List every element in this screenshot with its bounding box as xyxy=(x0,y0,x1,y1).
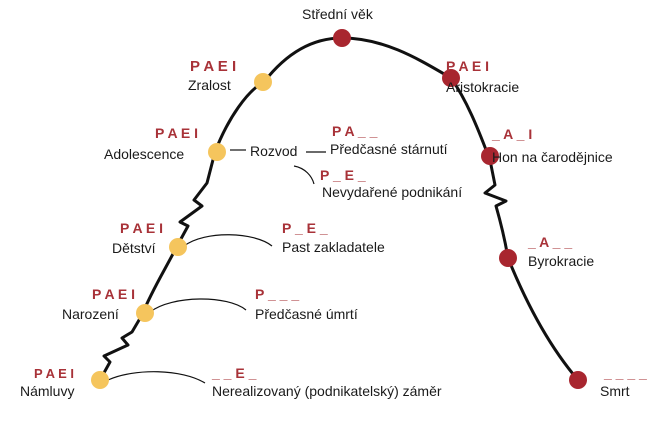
narozeni-dot xyxy=(136,304,154,322)
predcasne-starnuti-code: P A _ _ xyxy=(332,123,378,139)
adolescence-code: P A E I xyxy=(155,125,198,141)
zralost-label: Zralost xyxy=(188,77,231,93)
nevydarene-connector xyxy=(293,165,315,185)
hon-code: _ A _ I xyxy=(491,126,532,142)
hon-dot xyxy=(481,147,499,165)
adolescence-dot xyxy=(208,143,226,161)
byrokracie-code: _ A _ _ xyxy=(527,234,572,250)
nevydarene-label: Nevydařené podnikání xyxy=(322,184,462,200)
byrokracie-dot xyxy=(499,249,517,267)
rozvod-label: Rozvod xyxy=(250,143,297,159)
stredni-vek-dot xyxy=(333,29,351,47)
nerealizovany-connector xyxy=(107,371,206,384)
aristokracie-label: Aristokracie xyxy=(446,79,519,95)
predcasne-umrti-connector xyxy=(149,298,247,313)
narozeni-label: Narození xyxy=(62,306,119,322)
hon-label: Hon na čarodějnice xyxy=(492,149,613,165)
predcasne-starnuti-label: Předčasné stárnutí xyxy=(330,141,448,157)
stredni-vek-label: Střední věk xyxy=(302,6,374,22)
nerealizovany-label: Nerealizovaný (podnikatelský) záměr xyxy=(212,383,442,399)
detstvi-code: P A E I xyxy=(120,220,163,236)
past-code: P _ E _ xyxy=(282,220,328,236)
namluvy-dot xyxy=(91,371,109,389)
adolescence-label: Adolescence xyxy=(104,146,184,162)
predcasne-umrti-code: P _ _ _ xyxy=(255,286,299,302)
smrt-label: Smrt xyxy=(600,383,630,399)
byrokracie-label: Byrokracie xyxy=(528,253,594,269)
predcasne-umrti-label: Předčasné úmrtí xyxy=(255,306,358,322)
detstvi-dot xyxy=(169,238,187,256)
detstvi-label: Dětství xyxy=(112,240,156,256)
namluvy-code: P A E I xyxy=(34,366,74,381)
nevydarene-code: P _ E _ xyxy=(320,167,366,183)
aristokracie-code: P A E I xyxy=(446,58,489,74)
past-connector xyxy=(183,234,273,247)
smrt-dot xyxy=(569,371,587,389)
narozeni-code: P A E I xyxy=(92,286,135,302)
past-label: Past zakladatele xyxy=(282,239,385,255)
zralost-dot xyxy=(254,73,272,91)
aristokracie-dot xyxy=(442,69,460,87)
smrt-code: _ _ _ _ xyxy=(603,365,647,381)
zralost-code: P A E I xyxy=(190,58,236,75)
nerealizovany-code: _ _ E _ xyxy=(211,365,257,381)
namluvy-label: Námluvy xyxy=(20,383,74,399)
